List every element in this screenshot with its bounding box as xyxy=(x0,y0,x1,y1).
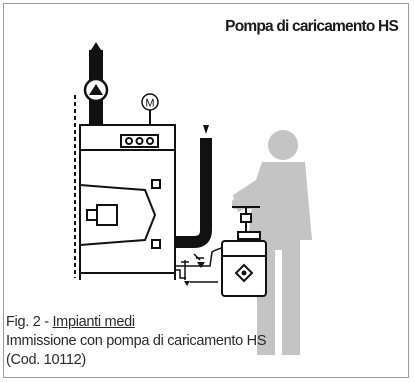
operator-figure xyxy=(232,130,312,355)
figure-frame xyxy=(3,3,409,378)
fig-link-impianti-medi[interactable]: Impianti medi xyxy=(52,314,135,330)
motor-label: M xyxy=(145,98,154,110)
supply-pipe xyxy=(83,42,109,125)
figure-caption: Fig. 2 - Impianti medi Immissione con po… xyxy=(6,313,406,370)
hand-pump xyxy=(232,206,261,240)
caption-line-3: (Cod. 10112) xyxy=(6,352,86,368)
motor-symbol: M xyxy=(141,93,159,125)
caption-line-1: Fig. 2 - Impianti medi xyxy=(6,313,406,332)
figure-title: Pompa di caricamento HS xyxy=(225,18,399,35)
caption-line-2: Immissione con pompa di caricamento HS xyxy=(6,333,267,349)
boiler-body xyxy=(74,95,176,280)
return-pipe xyxy=(175,125,212,248)
fig-label: Fig. 2 - xyxy=(6,314,53,330)
canister xyxy=(221,240,267,297)
